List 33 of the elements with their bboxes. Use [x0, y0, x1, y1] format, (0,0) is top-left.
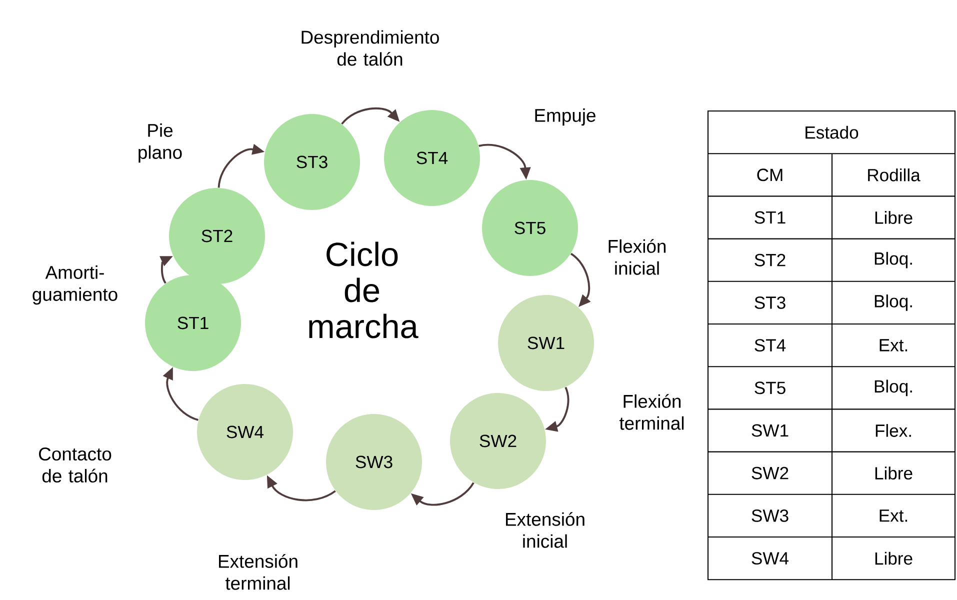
table-cell: Ext. [880, 510, 908, 522]
edge-label: Amorti-guamiento [32, 265, 118, 305]
center-title: Ciclo de marcha [309, 242, 418, 338]
table-cell: Libre [875, 211, 912, 224]
table-cell: Bloq. [874, 380, 912, 396]
edge-label: Flexión terminal [619, 394, 684, 430]
table-cell: ST2 [754, 254, 786, 266]
table-cell: ST3 [754, 296, 786, 309]
table-cell: Ext. [880, 339, 908, 352]
table-cell: SW2 [752, 466, 788, 480]
edge-label: Pie plano [138, 123, 182, 163]
table-cell: SW3 [752, 509, 788, 522]
node-label: ST1 [178, 316, 208, 330]
node-label: ST2 [202, 230, 232, 242]
table-header: Estado [806, 126, 858, 139]
table-cell: Libre [875, 466, 912, 480]
table-cell: ST5 [754, 382, 786, 394]
edge-label: Extensión terminal [219, 554, 298, 590]
table-cell: Libre [875, 552, 912, 565]
table-cell: Rodilla [868, 168, 920, 182]
table-cell: ST4 [754, 339, 786, 352]
table-cell: Bloq. [874, 294, 912, 311]
table-cell: SW4 [752, 552, 789, 565]
table-cell: SW1 [752, 424, 788, 437]
table-cell: Bloq. [874, 252, 912, 268]
table-cell: ST1 [754, 211, 786, 224]
table-cell: Flex. [876, 424, 911, 437]
edge-label: Desprendimiento de talón [302, 30, 439, 66]
edge-label: Extensión inicial [506, 512, 584, 548]
edge-label: Empuje [535, 108, 596, 126]
edge-label: Contacto de talón [39, 448, 112, 483]
edge-label: Flexión inicial [608, 239, 666, 275]
table-cell: CM [757, 168, 782, 182]
